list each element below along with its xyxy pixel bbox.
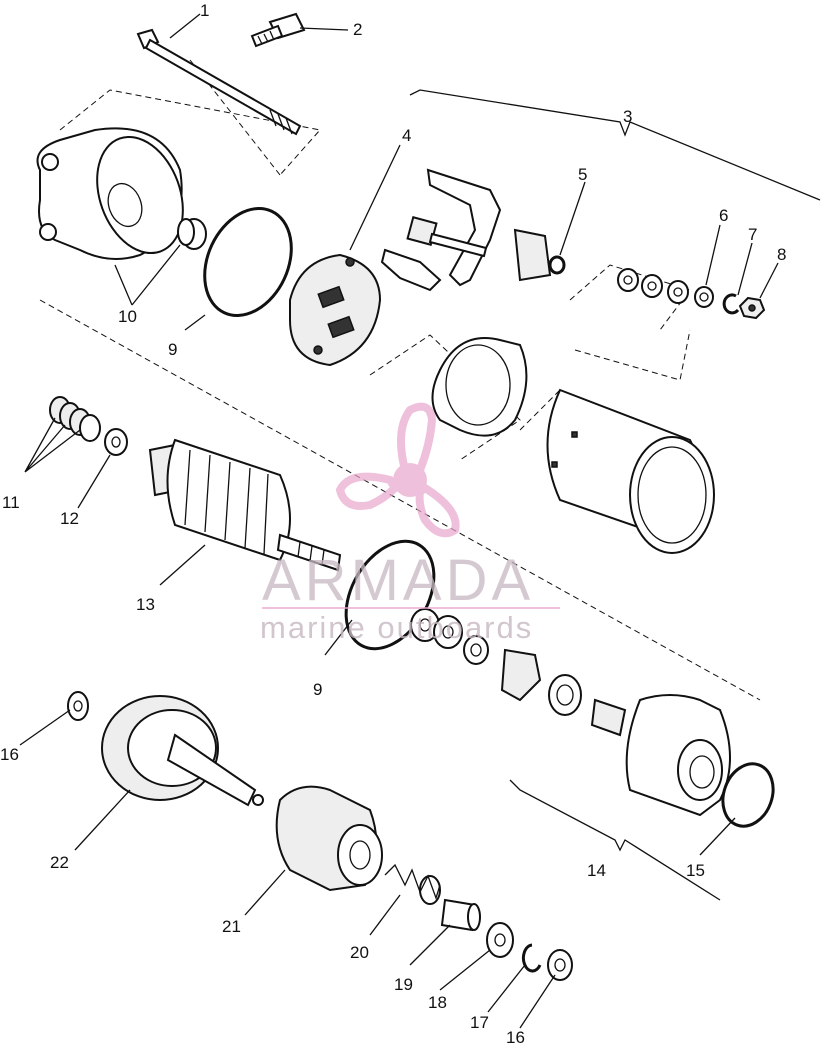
group-brackets (409, 89, 821, 901)
callout-6: 6 (719, 206, 728, 225)
callout-10: 10 (118, 307, 137, 326)
snap-ring (521, 943, 542, 973)
callout-22: 22 (50, 853, 69, 872)
drive-o-ring (721, 762, 775, 828)
brush-holder-ring (431, 337, 528, 437)
washer-row-middle (410, 608, 627, 737)
short-bolt (250, 12, 306, 48)
o-ring-upper (203, 207, 293, 317)
return-spring (384, 863, 441, 905)
pinion-shaft-gear (101, 695, 264, 807)
drive-end-housing (625, 694, 731, 817)
yoke-housing (546, 388, 715, 554)
small-o-ring (548, 255, 566, 275)
callout-7: 7 (748, 225, 757, 244)
armature-washer (104, 428, 128, 456)
callout-2: 2 (353, 20, 362, 39)
callout-9-upper: 9 (168, 340, 177, 359)
brush-holder (380, 168, 552, 292)
callout-19: 19 (394, 975, 413, 994)
overrunning-clutch (275, 785, 383, 892)
washer-16-upper (67, 691, 89, 721)
callout-16-upper: 16 (0, 745, 19, 764)
armada-propeller-logo (335, 402, 460, 538)
washer-stack (617, 268, 766, 320)
callout-12: 12 (60, 509, 79, 528)
callout-20: 20 (350, 943, 369, 962)
callout-1: 1 (200, 1, 209, 20)
callout-21: 21 (222, 917, 241, 936)
rear-housing (36, 127, 207, 260)
watermark: ARMADA marine outboards (260, 402, 560, 645)
leader-lines (19, 13, 779, 1029)
callout-14: 14 (587, 861, 606, 880)
callout-16-lower: 16 (506, 1028, 525, 1043)
washer-16-lower (547, 949, 573, 981)
callout-3: 3 (623, 107, 632, 126)
callout-5: 5 (578, 165, 587, 184)
through-bolt (136, 28, 302, 136)
callout-11: 11 (2, 493, 20, 512)
stop-collar (440, 898, 481, 932)
thrust-washers (49, 396, 101, 442)
callout-4: 4 (402, 126, 411, 145)
washer-18 (486, 922, 514, 958)
callout-13: 13 (136, 595, 155, 614)
callout-8: 8 (777, 245, 786, 264)
watermark-tagline: marine outboards (260, 610, 533, 645)
armature (148, 438, 342, 572)
callout-15: 15 (686, 861, 705, 880)
watermark-brand: ARMADA (262, 548, 534, 613)
brush-plate (289, 253, 382, 367)
callout-9-lower: 9 (313, 680, 322, 699)
callout-labels: 1 2 3 4 5 6 7 8 9 10 11 12 13 9 14 15 16… (0, 1, 786, 1043)
callout-18: 18 (428, 993, 447, 1012)
callout-17: 17 (470, 1013, 489, 1032)
